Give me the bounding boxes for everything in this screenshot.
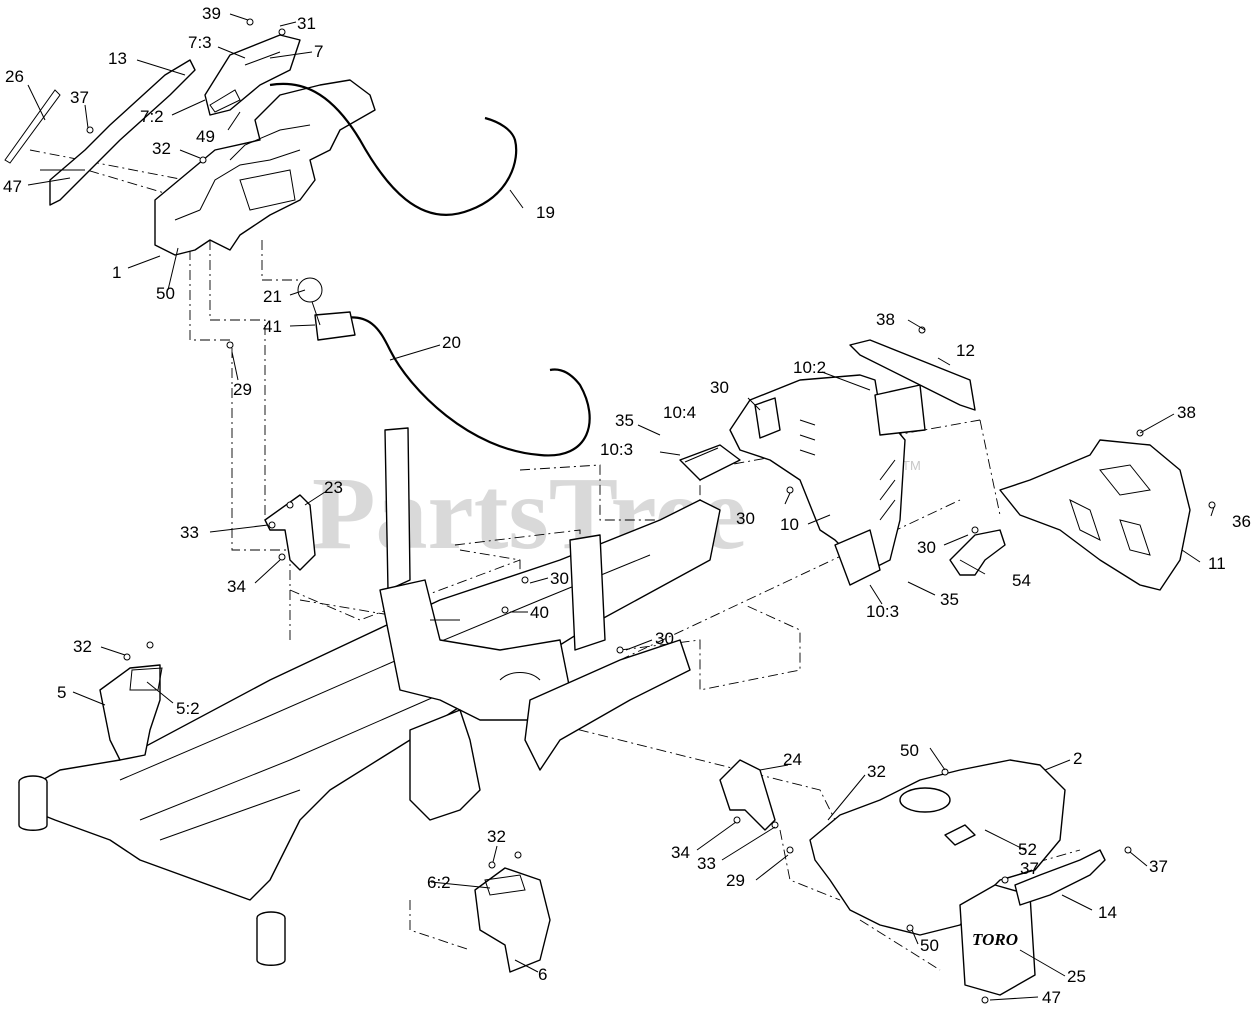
callout-23: 23 [324,478,343,497]
callout-12: 12 [956,341,975,360]
callout-35-b: 35 [940,590,959,609]
callout-25: 25 [1067,967,1086,986]
callout-30-d: 30 [550,569,569,588]
callout-47-b: 47 [1042,988,1061,1007]
hardware [86,18,1216,1004]
callout-36: 36 [1232,512,1251,531]
callout-30-b: 30 [736,509,755,528]
callout-21: 21 [263,287,282,306]
callout-32-d: 32 [487,827,506,846]
callout-37-b: 37 [1020,859,1039,878]
callout-14: 14 [1098,903,1117,922]
callout-33-b: 33 [697,854,716,873]
callout-49: 49 [196,127,215,146]
callout-54: 54 [1012,571,1031,590]
callout-20: 20 [442,333,461,352]
callout-5-2: 5:2 [176,699,200,718]
callout-2: 2 [1073,749,1082,768]
callout-50: 50 [156,284,175,303]
callout-10-3: 10:3 [600,440,633,459]
callout-39: 39 [202,4,221,23]
callout-34: 34 [227,577,246,596]
callout-1: 1 [112,263,121,282]
callout-13: 13 [108,49,127,68]
callout-26: 26 [5,67,24,86]
brand-plate-text: TORO [972,930,1018,949]
callout-30-e: 30 [655,629,674,648]
callout-19: 19 [536,203,555,222]
leader-lines [27,13,1215,1001]
callout-35: 35 [615,411,634,430]
cables [269,82,591,457]
callout-29: 29 [233,380,252,399]
callout-29-b: 29 [726,871,745,890]
callout-38: 38 [876,310,895,329]
callout-50-b: 50 [900,741,919,760]
callout-30: 30 [710,378,729,397]
callout-10-2: 10:2 [793,358,826,377]
callout-7-3: 7:3 [188,33,212,52]
side-cover [949,439,1191,591]
callout-38-b: 38 [1177,403,1196,422]
callout-34-b: 34 [671,843,690,862]
callout-32-c: 32 [867,762,886,781]
callout-7: 7 [314,42,323,61]
callout-32-b: 32 [73,637,92,656]
side-shields [99,664,551,973]
callout-11: 11 [1208,554,1226,573]
callout-6-2: 6:2 [427,873,451,892]
callout-10: 10 [780,515,799,534]
callout-31: 31 [297,14,316,33]
callout-50-c: 50 [920,936,939,955]
callout-6: 6 [538,965,547,984]
callout-7-2: 7:2 [140,107,164,126]
callout-10-3-b: 10:3 [866,602,899,621]
callout-5: 5 [57,683,66,702]
callout-37: 37 [70,88,89,107]
callout-33: 33 [180,523,199,542]
callout-40: 40 [530,603,549,622]
callout-32: 32 [152,139,171,158]
rear-fender: TORO [809,759,1106,996]
callout-52: 52 [1018,840,1037,859]
callout-24: 24 [783,750,802,769]
console-assembly [679,339,976,586]
callout-41: 41 [263,317,282,336]
callout-37-c: 37 [1149,857,1168,876]
callout-47: 47 [3,177,22,196]
callout-10-4: 10:4 [663,403,696,422]
callout-30-c: 30 [917,538,936,557]
mower-frame [18,427,721,966]
callout-labels: 39 31 7:3 7 13 26 37 7:2 49 32 47 19 1 5… [3,4,1251,1007]
watermark-trademark: TM [902,458,921,473]
brackets [264,494,776,831]
control-panel-assembly [4,34,376,256]
